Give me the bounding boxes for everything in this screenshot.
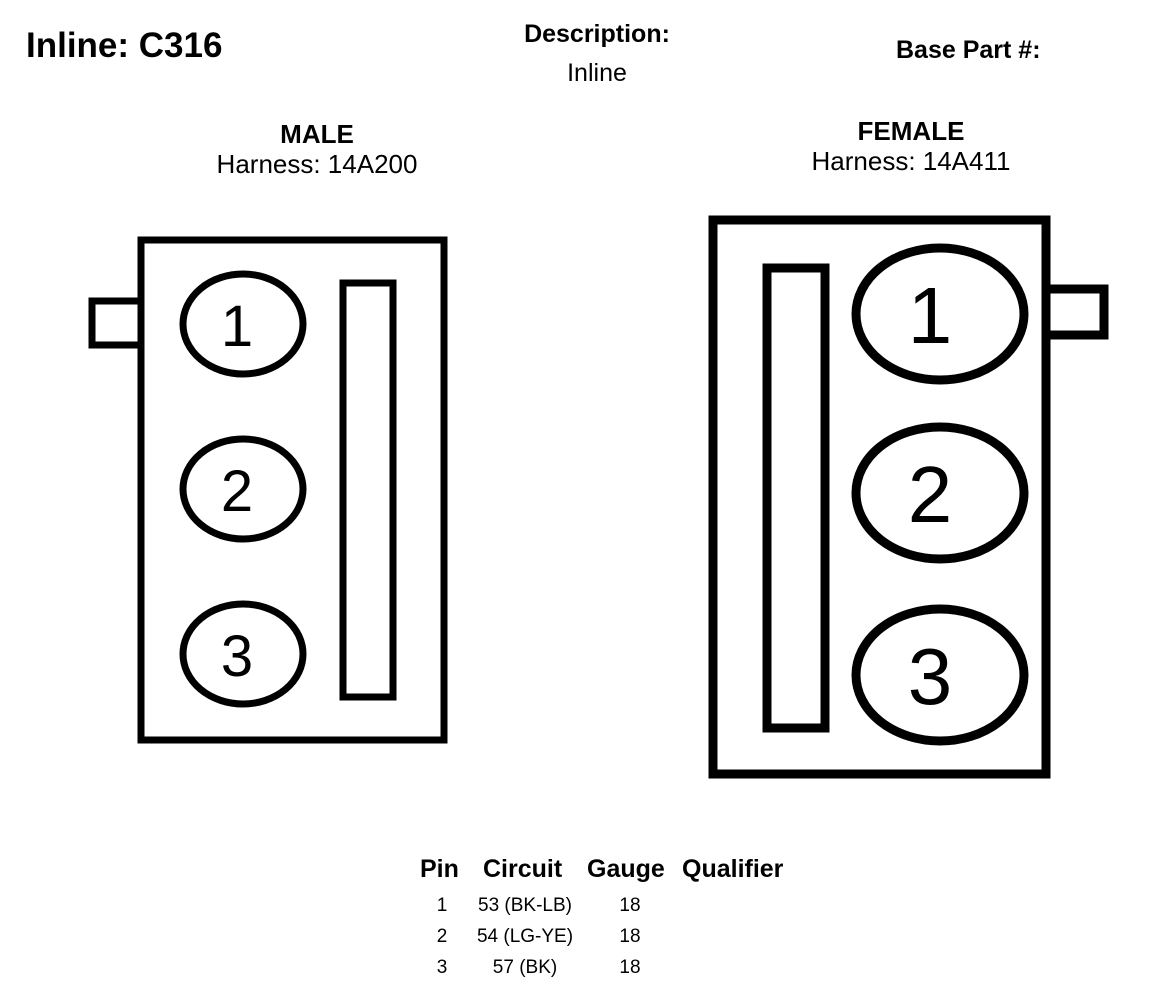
female-pin-1 bbox=[851, 243, 1029, 385]
female-pin-2-label: 2 bbox=[908, 450, 953, 539]
female-harness-label: Harness: 14A411 bbox=[811, 146, 1011, 176]
table-cell-gauge: 18 bbox=[619, 957, 641, 978]
male-pin-1 bbox=[179, 270, 307, 378]
male-connector-heading: MALE Harness: 14A200 bbox=[167, 119, 467, 179]
male-key-slot bbox=[339, 279, 397, 701]
male-pin-2 bbox=[179, 435, 307, 543]
connector-title: Inline: C316 bbox=[26, 26, 223, 65]
female-gender-label: FEMALE bbox=[857, 116, 965, 146]
male-gender-label: MALE bbox=[280, 119, 354, 149]
female-pin-3-label: 3 bbox=[908, 632, 953, 721]
female-pin-3 bbox=[851, 604, 1029, 746]
female-key-slot bbox=[762, 263, 830, 733]
table-cell-gauge: 18 bbox=[619, 895, 641, 916]
female-connector-body bbox=[708, 215, 1051, 779]
male-connector bbox=[88, 236, 448, 744]
table-cell-gauge: 18 bbox=[619, 926, 641, 947]
table-cell-pin: 1 bbox=[436, 895, 448, 916]
female-pin-1-label: 1 bbox=[908, 271, 953, 360]
table-cell-circuit: 54 (LG-YE) bbox=[476, 926, 574, 947]
female-connector bbox=[708, 215, 1109, 779]
male-pin-1-label: 1 bbox=[221, 294, 253, 359]
female-connector-latch bbox=[1046, 284, 1109, 340]
pin-table-header-circuit: Circuit bbox=[483, 855, 563, 883]
male-connector-latch bbox=[88, 297, 141, 349]
base-part-label: Base Part #: bbox=[896, 36, 1041, 64]
female-connector-heading: FEMALE Harness: 14A411 bbox=[761, 116, 1061, 176]
table-cell-pin: 2 bbox=[436, 926, 448, 947]
description-value: Inline bbox=[567, 59, 627, 87]
pin-table-header-pin: Pin bbox=[420, 855, 459, 883]
male-harness-label: Harness: 14A200 bbox=[216, 149, 418, 179]
male-connector-body bbox=[137, 236, 448, 744]
description-label: Description: bbox=[524, 20, 670, 48]
table-cell-circuit: 57 (BK) bbox=[492, 957, 558, 978]
female-pin-2 bbox=[851, 422, 1029, 564]
pin-table-header-qualifier: Qualifier bbox=[682, 855, 784, 883]
male-pin-3-label: 3 bbox=[221, 624, 253, 689]
male-pin-2-label: 2 bbox=[221, 459, 253, 524]
table-cell-circuit: 53 (BK-LB) bbox=[478, 895, 572, 916]
pin-table-header-gauge: Gauge bbox=[587, 855, 665, 883]
table-cell-pin: 3 bbox=[436, 957, 448, 978]
male-pin-3 bbox=[179, 600, 307, 708]
